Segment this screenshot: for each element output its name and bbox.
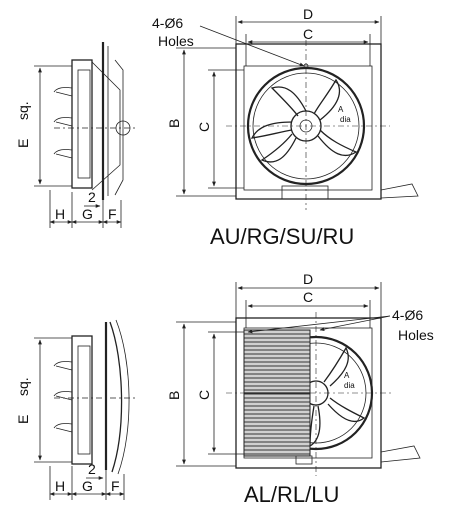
top-holes-leader [199,25,305,67]
bottom-label-sq: sq. [15,377,31,396]
top-label-C-side: C [196,122,212,132]
top-label-B: B [166,119,182,128]
top-side-view: E sq. H G F 2 [15,42,135,228]
bottom-holes-qty: 4-Ø6 [392,307,423,323]
bottom-label-D: D [303,271,313,287]
top-holes-word: Holes [158,33,194,49]
bottom-side-view: E sq. H G F 2 [15,319,135,500]
top-cord [380,183,419,199]
top-label-sq: sq. [15,101,31,120]
bottom-label-C-top: C [303,289,313,305]
top-label-H: H [55,206,65,222]
bottom-front-view: A dia D C B C 4-Ø6 Holes AL/RL/LU [166,271,434,507]
top-front-view: A dia D C B C 4-Ø6 Holes AU/RG/SU/RU [152,6,419,249]
top-label-A: A [338,105,344,114]
bottom-model-title: AL/RL/LU [244,482,339,507]
top-label-D: D [303,6,313,22]
top-label-E: E [15,139,31,148]
top-side-frame [71,59,93,189]
bottom-label-dia: dia [344,381,355,390]
top-label-F: F [108,206,117,222]
top-holes-qty: 4-Ø6 [152,15,183,31]
top-model-title: AU/RG/SU/RU [210,224,354,249]
bottom-label-F: F [111,478,120,494]
top-side-inner [77,69,91,179]
top-label-C-top: C [303,26,313,42]
bottom-label-H: H [55,478,65,494]
bottom-label-E: E [15,415,31,424]
top-fan-blades [250,78,358,163]
bottom-label-A: A [344,371,350,380]
bottom-holes-word: Holes [398,327,434,343]
bottom-label-B: B [166,391,182,400]
bottom-label-C-side: C [196,390,212,400]
bottom-holes-leader [319,315,391,332]
top-label-G: G [82,206,93,222]
bottom-label-2: 2 [88,461,96,477]
bottom-cord [380,445,421,463]
top-label-dia: dia [340,115,351,124]
bottom-label-G: G [82,478,93,494]
bottom-side-frame [71,335,93,465]
top-label-2: 2 [88,189,96,205]
